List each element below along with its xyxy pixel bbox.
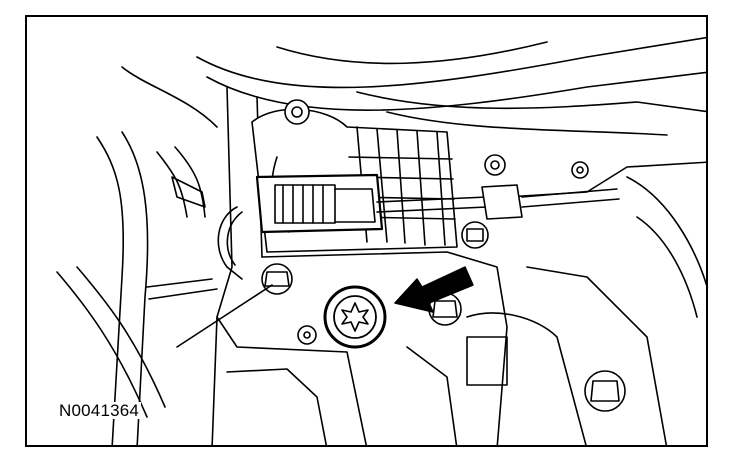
mounting-bolt <box>484 154 506 176</box>
mounting-bolt <box>428 292 462 326</box>
leader-line <box>176 284 273 348</box>
upper-intake-lines <box>121 36 706 136</box>
mounting-bolt <box>261 263 293 295</box>
cable-rod <box>376 184 620 220</box>
mounting-bolts <box>261 154 626 412</box>
pointer-arrow <box>394 266 474 313</box>
left-hoses <box>56 131 218 445</box>
mounting-bolt <box>461 221 489 249</box>
mounting-bolt <box>297 325 317 345</box>
mounting-bolt <box>571 161 589 179</box>
engine-block-housing <box>211 86 706 445</box>
figure-frame: N0041364 <box>25 15 708 447</box>
mounting-bolt <box>584 370 626 412</box>
wiring-connector <box>217 173 384 280</box>
torx-bolt <box>323 285 387 349</box>
engine-illustration <box>56 36 706 445</box>
figure-code: N0041364 <box>57 401 142 420</box>
